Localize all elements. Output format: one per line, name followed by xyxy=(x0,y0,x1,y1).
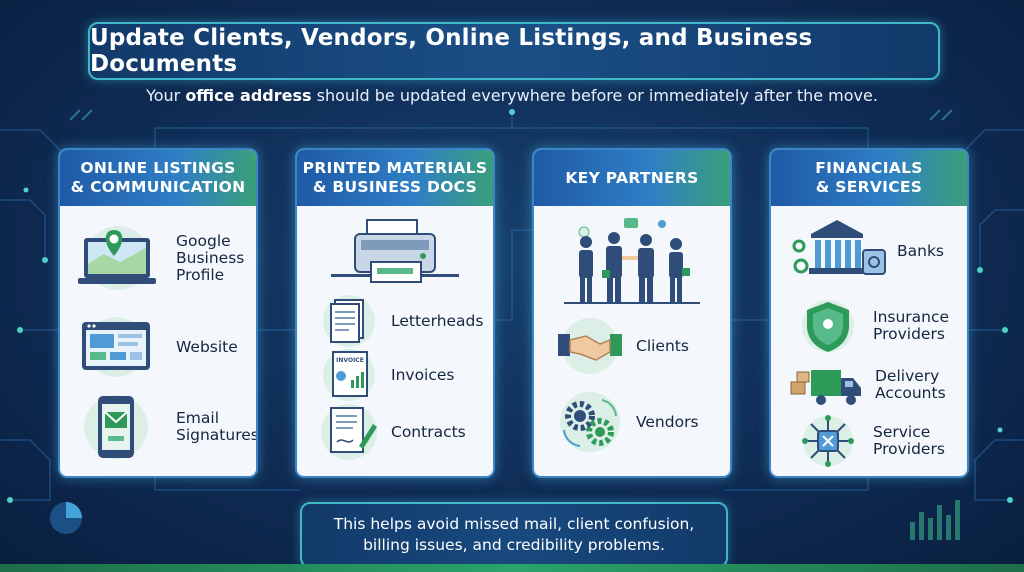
list-item-google-business-profile: Google Business Profile xyxy=(74,224,244,292)
page-title: Update Clients, Vendors, Online Listings… xyxy=(90,25,813,77)
item-label: Profile xyxy=(176,265,225,284)
item-label: Email xyxy=(176,409,220,427)
bottom-accent-bar xyxy=(0,564,1024,572)
item-label: Accounts xyxy=(875,384,946,402)
item-label: Clients xyxy=(636,336,689,355)
delivery-truck-icon xyxy=(790,370,861,405)
list-item-delivery-accounts: Delivery Accounts xyxy=(789,360,946,410)
footer-line: billing issues, and credibility problems… xyxy=(363,536,665,554)
item-label: Vendors xyxy=(636,412,699,431)
list-item-contracts: Contracts xyxy=(319,402,466,462)
item-label: Contracts xyxy=(391,422,466,441)
item-label: Providers xyxy=(873,440,945,458)
footer-note: This helps avoid missed mail, client con… xyxy=(300,502,728,568)
card-financials-services: FINANCIALS& SERVICES Banks Insu xyxy=(769,148,969,478)
item-label: Google xyxy=(176,231,231,250)
subtitle: Your office address should be updated ev… xyxy=(0,86,1024,105)
subtitle-text-after: should be updated everywhere before or i… xyxy=(311,86,878,105)
card-header-line: FINANCIALS xyxy=(815,159,923,177)
map-pin-laptop-icon xyxy=(78,226,156,290)
card-header-line: & SERVICES xyxy=(815,178,923,196)
subtitle-emphasis: office address xyxy=(185,86,312,105)
title-banner: Update Clients, Vendors, Online Listings… xyxy=(88,22,940,80)
list-item-insurance-providers: Insurance Providers xyxy=(793,298,949,354)
list-item-letterheads: Letterheads xyxy=(319,294,483,348)
card-header-line: PRINTED MATERIALS xyxy=(302,159,488,177)
card-header: PRINTED MATERIALS& BUSINESS DOCS xyxy=(297,150,493,206)
list-item-email-signatures: Email Signatures xyxy=(74,392,258,462)
card-online-listings: ONLINE LISTINGS& COMMUNICATION Google Bu… xyxy=(58,148,258,478)
card-header-line: ONLINE LISTINGS xyxy=(80,159,236,177)
list-item-service-providers: Service Providers xyxy=(793,414,945,468)
website-browser-icon xyxy=(82,317,150,377)
item-label: Business xyxy=(176,248,245,267)
item-label: Letterheads xyxy=(391,311,484,330)
pie-chart-icon xyxy=(50,502,82,534)
card-header: ONLINE LISTINGS& COMMUNICATION xyxy=(60,150,256,206)
bar-chart-icon xyxy=(910,500,960,540)
printer-icon xyxy=(331,219,459,283)
item-label: Delivery xyxy=(875,367,940,385)
invoice-icon-text: INVOICE xyxy=(336,357,364,364)
card-header-line: & BUSINESS DOCS xyxy=(312,178,478,196)
card-header: FINANCIALS& SERVICES xyxy=(771,150,967,206)
card-key-partners: KEY PARTNERS Clients xyxy=(532,148,732,478)
item-label: Banks xyxy=(897,241,945,260)
subtitle-text-before: Your xyxy=(146,86,186,105)
item-label: Insurance xyxy=(873,308,950,326)
item-label: Providers xyxy=(873,325,945,343)
card-header: KEY PARTNERS xyxy=(534,150,730,206)
email-phone-icon xyxy=(84,395,148,459)
list-item-clients: Clients xyxy=(556,316,689,376)
bank-icon xyxy=(792,220,886,275)
shield-icon xyxy=(802,300,854,352)
item-label: Service xyxy=(873,423,931,441)
list-item-banks: Banks xyxy=(789,216,944,286)
contract-pen-icon xyxy=(321,404,377,460)
card-header-line: KEY PARTNERS xyxy=(565,168,699,187)
list-item-website: Website xyxy=(74,316,238,378)
card-header-line: & COMMUNICATION xyxy=(70,178,246,196)
list-item-invoices: INVOICE Invoices xyxy=(319,348,455,402)
letterhead-icon xyxy=(323,295,375,347)
item-label: Website xyxy=(176,337,238,356)
gears-icon xyxy=(560,392,620,452)
invoice-icon: INVOICE xyxy=(323,349,375,401)
circuit-chip-icon xyxy=(802,415,854,467)
card-printed-materials: PRINTED MATERIALS& BUSINESS DOCS Letterh… xyxy=(295,148,495,478)
footer-line: This helps avoid missed mail, client con… xyxy=(333,515,695,533)
item-label: Signatures xyxy=(176,426,258,444)
business-people-icon xyxy=(564,218,700,304)
handshake-icon xyxy=(558,318,622,374)
item-label: Invoices xyxy=(391,365,455,384)
list-item-vendors: Vendors xyxy=(556,390,699,454)
